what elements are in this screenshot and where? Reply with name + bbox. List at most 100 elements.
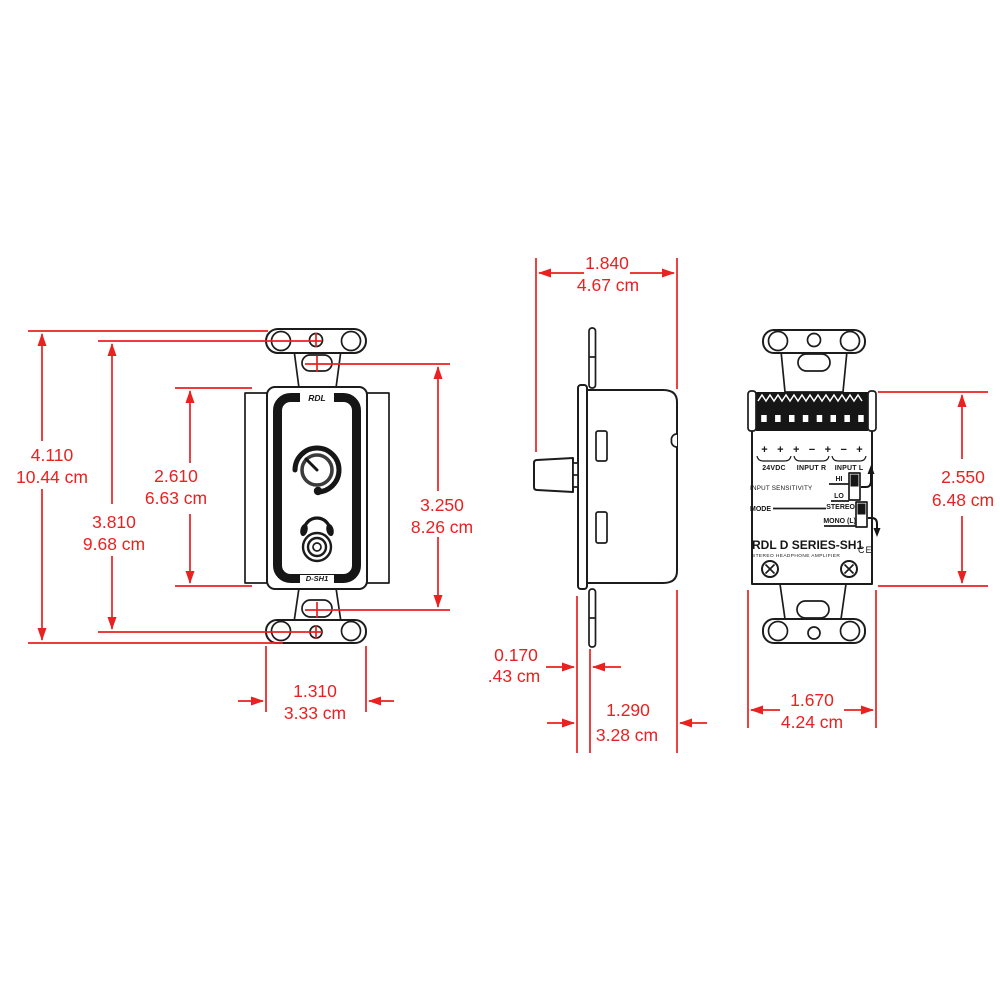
dim-text-in: 1.310 xyxy=(293,681,337,701)
dim-text-in: 1.290 xyxy=(606,700,650,720)
mode-stereo-label: STEREO xyxy=(826,504,855,511)
side-vent-slot-top xyxy=(595,430,608,462)
dim-text-cm: 10.44 cm xyxy=(16,467,88,487)
terminal-block-flange-left xyxy=(747,390,757,432)
dim-text-cm: 9.68 cm xyxy=(83,534,145,554)
terminal-group-labels: 24VDC INPUT R INPUT L xyxy=(762,465,864,472)
sensitivity-lo-label: LO xyxy=(834,493,844,500)
front-plate-band-notch-top xyxy=(300,391,334,404)
dim-text-in: 3.250 xyxy=(420,495,464,515)
terminal-symbols: + + + − + − + xyxy=(761,444,862,456)
headphone-jack-mid xyxy=(306,536,328,558)
front-top-mount-hole-right xyxy=(340,330,362,352)
dim-text-in: 2.550 xyxy=(941,467,985,487)
dim-text-in: 0.170 xyxy=(494,645,538,665)
front-brand-label: RDL xyxy=(308,393,325,403)
front-left-flange xyxy=(244,392,268,584)
dimension-body-height: 2.550 6.48 cm xyxy=(878,391,994,587)
headphone-earcup-right xyxy=(326,523,334,537)
dim-text-cm: 3.28 cm xyxy=(596,725,658,745)
sensitivity-switch-position-hi xyxy=(850,474,859,487)
terminal-symbol: + xyxy=(777,444,783,456)
dimension-body-width: 1.670 4.24 cm xyxy=(747,590,877,732)
front-bottom-mount-hole-right xyxy=(340,620,362,642)
dim-text-cm: 4.67 cm xyxy=(577,275,639,295)
front-view: RDL D-SH1 xyxy=(244,328,390,644)
dim-text-cm: .43 cm xyxy=(488,666,541,686)
front-model-label: D-SH1 xyxy=(306,574,329,583)
dim-text-in: 1.670 xyxy=(790,690,834,710)
dim-text-cm: 4.24 cm xyxy=(781,712,843,732)
mode-switch-arrow xyxy=(868,517,878,529)
mode-switch-position-stereo xyxy=(857,503,866,515)
dimension-front-width: 1.310 3.33 cm xyxy=(238,646,394,723)
ce-mark: CE xyxy=(858,545,873,555)
terminal-group-input-l: INPUT L xyxy=(835,465,864,472)
side-body xyxy=(586,389,678,584)
dim-text-in: 3.810 xyxy=(92,512,136,532)
terminal-block-flange-right xyxy=(867,390,877,432)
product-name-label: RDL D SERIES-SH1 xyxy=(752,538,863,552)
dim-text-cm: 6.48 cm xyxy=(932,490,994,510)
terminal-symbol: − xyxy=(809,444,815,456)
dimension-overall-depth: 1.840 4.67 cm xyxy=(535,253,678,452)
sensitivity-switch-arrow xyxy=(861,473,872,488)
terminal-symbol: + xyxy=(793,444,799,456)
side-vent-slot-bottom xyxy=(595,511,608,544)
side-plate xyxy=(577,384,588,590)
dimension-slot-span: 3.250 8.26 cm xyxy=(305,356,473,618)
dimension-body-depth: 1.290 3.28 cm xyxy=(547,590,707,753)
back-bottom-slot xyxy=(796,600,830,619)
terminal-group-24vdc: 24VDC xyxy=(762,465,786,472)
terminal-group-braces xyxy=(756,455,867,462)
headphone-earcup-left xyxy=(300,523,308,537)
sensitivity-arrow-head xyxy=(867,465,875,474)
back-top-slot xyxy=(797,353,831,372)
terminal-clamp-row xyxy=(757,393,863,403)
terminal-group-input-r: INPUT R xyxy=(797,465,826,472)
headphone-jack-outer xyxy=(301,531,333,563)
back-bottom-mount-hole-left xyxy=(767,620,789,642)
side-knob xyxy=(533,457,574,493)
mode-mono-label: MONO (L) xyxy=(823,518,856,525)
mode-label: MODE xyxy=(750,506,771,513)
product-subtitle-label: STEREO HEADPHONE AMPLIFIER xyxy=(752,553,840,559)
volume-arc-end xyxy=(313,486,323,496)
back-bottom-mount-hole-right xyxy=(839,620,861,642)
headphone-jack-inner xyxy=(312,542,322,552)
dimension-annotations: 4.110 10.44 cm 3.810 9.68 cm 2.610 6.63 … xyxy=(16,253,994,753)
back-top-mount-hole-left xyxy=(767,330,789,352)
terminal-symbol: + xyxy=(856,444,862,456)
side-edge-notch xyxy=(670,433,678,448)
back-bottom-center-hole xyxy=(807,626,821,640)
dim-text-cm: 6.63 cm xyxy=(145,488,207,508)
sensitivity-hi-label: HI xyxy=(836,476,843,483)
dim-text-in: 2.610 xyxy=(154,466,198,486)
side-top-flange xyxy=(588,327,597,389)
dim-text-cm: 3.33 cm xyxy=(284,703,346,723)
back-view: + + + − + − + 24VDC INPUT R INPUT L INPU… xyxy=(747,329,881,644)
volume-level-arc xyxy=(292,445,342,495)
terminal-symbol: − xyxy=(840,444,846,456)
terminal-symbol: + xyxy=(825,444,831,456)
back-top-center-hole xyxy=(806,332,822,348)
dimension-plate-thickness: 0.170 .43 cm xyxy=(488,596,621,753)
dimension-plate-height: 2.610 6.63 cm xyxy=(145,387,252,587)
dimension-mounting-span: 3.810 9.68 cm xyxy=(83,333,322,639)
volume-knob-pointer xyxy=(304,457,319,472)
front-right-flange xyxy=(366,392,390,584)
dim-text-in: 4.110 xyxy=(31,445,74,465)
dim-text-cm: 8.26 cm xyxy=(411,517,473,537)
back-screws xyxy=(761,560,858,578)
terminal-screw-holes xyxy=(761,415,864,422)
dim-text-in: 1.840 xyxy=(585,253,629,273)
front-plate-band-notch-bottom xyxy=(300,575,334,588)
dimension-overall-height: 4.110 10.44 cm xyxy=(16,330,283,644)
terminal-symbol: + xyxy=(761,444,767,456)
back-top-mount-hole-right xyxy=(839,330,861,352)
side-view xyxy=(533,327,678,648)
mode-arrow-head xyxy=(873,528,881,537)
input-sensitivity-label: INPUT SENSITIVITY xyxy=(750,485,813,492)
